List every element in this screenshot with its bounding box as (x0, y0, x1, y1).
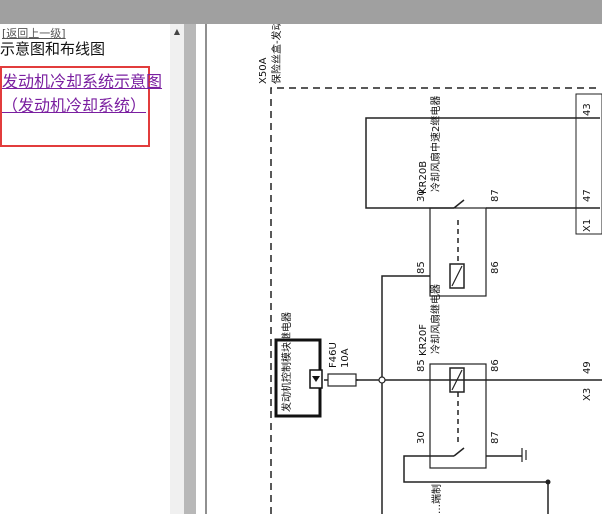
relay-f-pin-86: 86 (490, 359, 501, 372)
connector-x1 (575, 93, 602, 235)
section-title: 示意图和布线图 (0, 40, 106, 58)
relay-b-pin-30: 30 (416, 189, 427, 202)
relay-f-name: 冷却风扇继电器 (429, 284, 442, 354)
pin-49-label: 49 (582, 361, 593, 374)
fuse-block-boundary (270, 87, 596, 514)
relay-b-name: 冷却风扇中速2继电器 (429, 96, 442, 192)
fuse-f46u (327, 373, 357, 387)
fuse-id: F46U (328, 342, 339, 368)
relay-f-pin-30: 30 (416, 431, 427, 444)
navigation-sidebar: [返回上一级] 示意图和布线图 发动机冷却系统示意图（发动机冷却系统） (0, 24, 170, 514)
relay-b-pin-87: 87 (490, 189, 501, 202)
splice-point (378, 376, 386, 384)
fuse-block-name: 保险丝盒-发动机舱 (270, 24, 283, 84)
relay-b-switch (453, 199, 465, 209)
fuse-rating: 10A (340, 348, 351, 368)
sidebar-scrollbar[interactable]: ▲ (170, 24, 184, 514)
relay-f-switch (453, 447, 465, 457)
relay-b-box (429, 207, 487, 297)
bottom-component-label: …端制 (430, 484, 443, 514)
wire-relay-b-85 (381, 275, 430, 514)
wiring-diagram-pane: 43 47 X1 49 X3 X50A 保险丝盒-发动机舱 KR20B 冷却风扇… (196, 24, 602, 514)
pin-43-label: 43 (582, 103, 593, 116)
relay-f-pin-85: 85 (416, 359, 427, 372)
scroll-up-arrow-icon[interactable]: ▲ (173, 27, 181, 36)
frame-splitter[interactable] (184, 24, 196, 514)
pin-47-label: 47 (582, 189, 593, 202)
diagram-link-cooling-system[interactable]: 发动机冷却系统示意图（发动机冷却系统） (2, 72, 163, 115)
relay-b-coil-mark (451, 265, 463, 287)
selection-highlight (0, 66, 150, 147)
ecm-relay-arrow-icon (312, 376, 320, 382)
wire-relay-f-30 (403, 455, 549, 514)
browser-top-bar (0, 0, 602, 24)
relay-b-pin-85: 85 (416, 261, 427, 274)
connector-x3-label: X3 (582, 388, 593, 401)
wire-x1-43 (365, 117, 600, 209)
wiring-diagram: 43 47 X1 49 X3 X50A 保险丝盒-发动机舱 KR20B 冷却风扇… (205, 24, 602, 514)
relay-b-pin-86: 86 (490, 261, 501, 274)
connector-x1-label: X1 (582, 219, 593, 232)
splice-dot (545, 479, 551, 485)
fuse-block-id: X50A (258, 57, 269, 84)
back-link[interactable]: [返回上一级] (2, 27, 66, 40)
relay-f-box (429, 363, 487, 469)
ecm-relay-name: 发动机控制模块继电器 (280, 312, 293, 412)
relay-f-id: KR20F (418, 324, 429, 356)
relay-b-id: KR20B (418, 161, 429, 194)
relay-f-pin-87: 87 (490, 431, 501, 444)
